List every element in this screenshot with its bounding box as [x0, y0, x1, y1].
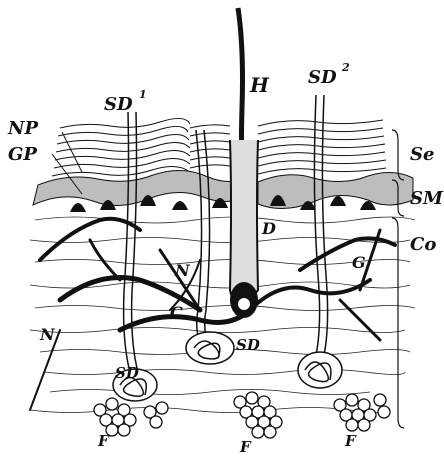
label-sd2-sup: 2 [341, 61, 350, 74]
label-sd1-sup: 1 [139, 88, 147, 101]
label-f-mid: F [239, 438, 252, 456]
label-h: H [249, 73, 270, 97]
label-n-left: N [39, 325, 56, 344]
sweat-gland-mid [186, 332, 234, 364]
label-gp: GP [8, 144, 37, 165]
label-f-right: F [344, 432, 357, 450]
label-np: NP [7, 118, 38, 139]
label-sd-gland-left: SD [115, 364, 139, 382]
label-c: C [170, 303, 183, 322]
sweat-gland-right [298, 352, 342, 388]
label-sm: SM [410, 188, 444, 209]
label-co: Co [410, 234, 436, 255]
label-n-mid: N [174, 261, 191, 280]
label-g: G [352, 253, 366, 272]
label-sd2: SD [308, 67, 337, 88]
label-f-left: F [97, 432, 110, 450]
label-sd-gland-mid: SD [236, 336, 260, 354]
label-d: D [261, 219, 276, 238]
label-sd1: SD [104, 94, 133, 115]
label-se: Se [410, 144, 434, 165]
